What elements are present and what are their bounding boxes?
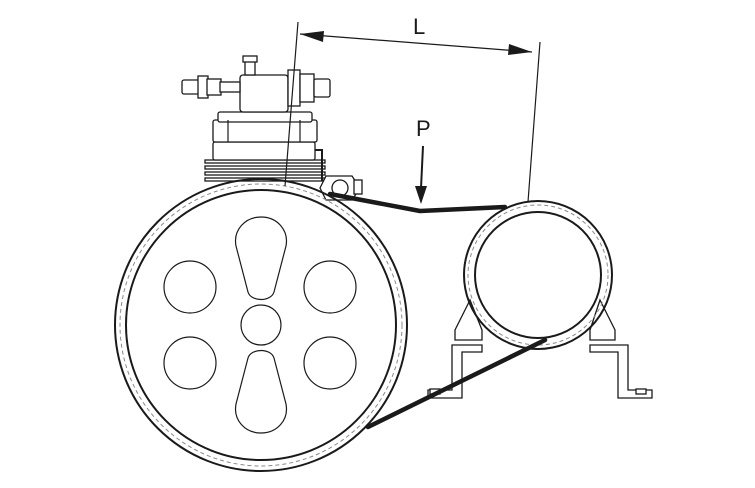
motor-bracket — [427, 298, 653, 399]
deflection-force-label: P — [416, 116, 431, 141]
v-belt — [327, 191, 548, 430]
flywheel-pulley — [114, 178, 408, 472]
dimension-l-label: L — [413, 14, 425, 39]
motor-pulley — [463, 200, 613, 350]
dimension-l: L — [284, 14, 541, 203]
deflection-force-arrow: P — [415, 116, 431, 204]
flywheel-slot-bottom — [234, 349, 288, 434]
cooling-fins — [204, 159, 326, 182]
compressor — [181, 55, 363, 201]
left-valve-fitting — [181, 75, 241, 99]
flywheel-slot-top — [234, 216, 288, 301]
